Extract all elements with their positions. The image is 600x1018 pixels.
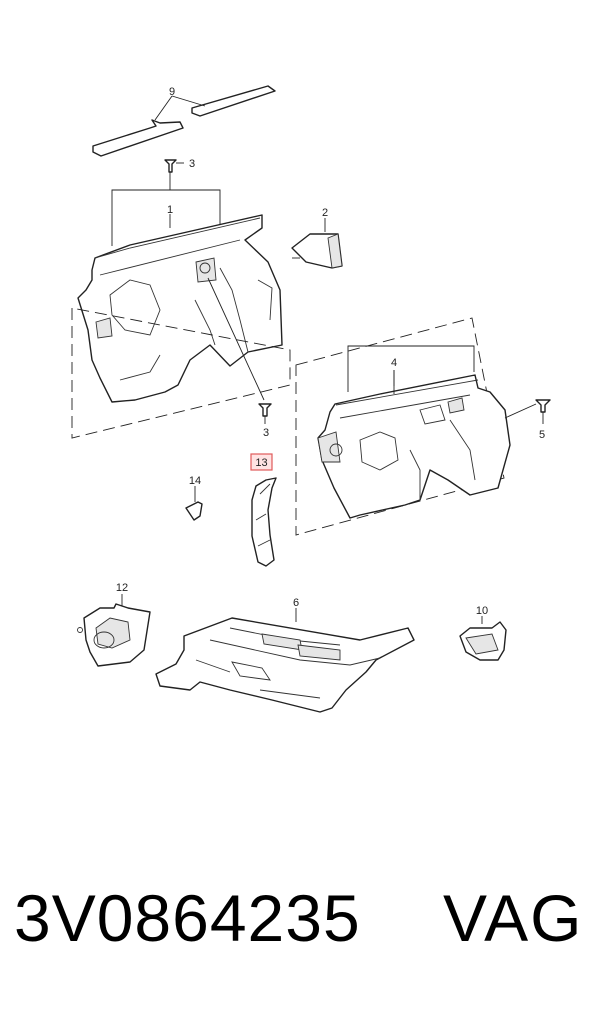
footer: 3V0864235 VAG xyxy=(0,880,600,980)
callout-3-top: 3 xyxy=(189,158,195,170)
dashed-frame-4 xyxy=(295,317,505,536)
part-9-insulation-strips: 9 xyxy=(92,85,276,157)
callout-6: 6 xyxy=(293,597,299,609)
part-2-insulation-pad: 2 xyxy=(291,207,343,269)
callout-13: 13 xyxy=(255,457,267,469)
part-12-insulation-bracket: 12 xyxy=(77,582,151,667)
part-3-clip-top: 3 xyxy=(164,158,195,173)
part-number: 3V0864235 xyxy=(14,881,361,955)
callout-5: 5 xyxy=(539,429,545,441)
callout-4: 4 xyxy=(391,357,397,369)
part-4-bulkhead-insulation: 4 xyxy=(317,357,511,519)
callout-14: 14 xyxy=(189,475,201,487)
part-3-clip-middle: 3 xyxy=(258,403,272,439)
callout-1: 1 xyxy=(167,204,173,216)
part-14-clip: 14 xyxy=(185,475,203,521)
part-10-insulation-block: 10 xyxy=(459,605,507,661)
callout-3-middle: 3 xyxy=(263,427,269,439)
callout-2: 2 xyxy=(322,207,328,219)
brand-label: VAG xyxy=(443,881,584,955)
part-13-insulation-piece-highlighted: 13 xyxy=(250,453,277,567)
part-6-floor-insulation: 6 xyxy=(155,597,415,713)
part-1-bulkhead-insulation: 1 xyxy=(77,204,283,403)
group-bracket-1 xyxy=(111,189,221,246)
callout-9: 9 xyxy=(169,86,175,98)
exploded-parts-diagram: 9 3 1 2 3 xyxy=(71,85,551,713)
callout-12: 12 xyxy=(116,582,128,594)
leader-1-to-3 xyxy=(207,277,265,401)
group-bracket-4 xyxy=(347,345,475,392)
callout-13-highlight-box xyxy=(250,453,273,471)
callout-10: 10 xyxy=(476,605,488,617)
part-5-clip: 5 xyxy=(504,399,551,441)
